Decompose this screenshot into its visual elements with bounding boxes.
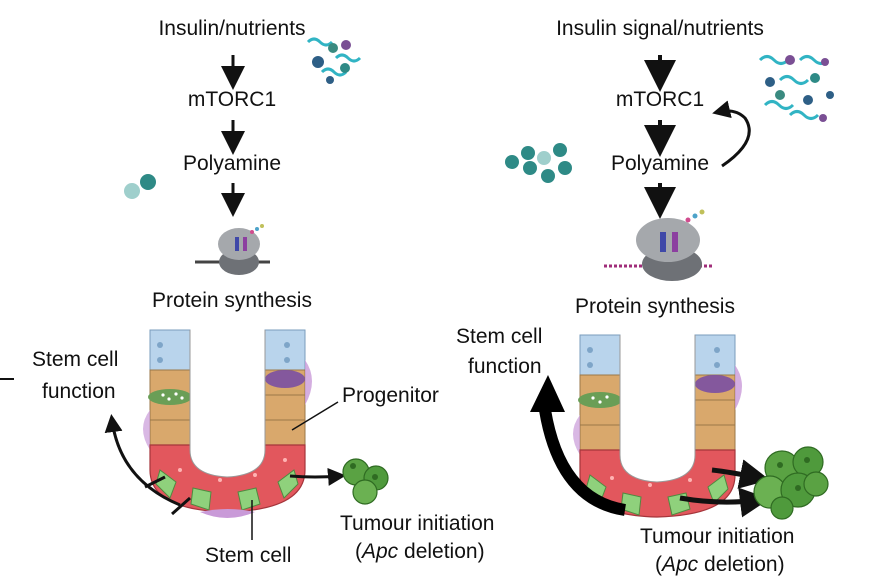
left-signal-label: Insulin/nutrients: [158, 17, 306, 40]
right-ribosome-icon: [604, 209, 712, 281]
right-polyamine-icon: [505, 143, 572, 183]
left-protein-synthesis-label: Protein synthesis: [152, 289, 312, 312]
left-tumour-icon: [342, 458, 389, 505]
left-stem-function-label-2: function: [42, 380, 116, 403]
left-ribosome-icon: [195, 224, 270, 275]
right-tumour-arrows: [679, 459, 770, 518]
right-stem-function-arrow: [530, 375, 627, 516]
right-mtorc1-label: mTORC1: [615, 88, 705, 111]
right-tumour-icon: [753, 446, 829, 520]
left-tumour-gene-label: (Apc deletion): [355, 540, 485, 563]
right-pathway: [644, 55, 751, 219]
right-polyamine-label: Polyamine: [610, 152, 710, 175]
right-tumour-gene-label: (Apc deletion): [655, 553, 785, 576]
left-progenitor-pointer: [291, 401, 339, 431]
left-progenitor-label: Progenitor: [342, 384, 439, 407]
left-polyamine-icon: [124, 174, 156, 199]
right-signal-label: Insulin signal/nutrients: [556, 17, 764, 40]
right-apc-gene: Apc: [662, 553, 699, 576]
left-stem-function-label-1: Stem cell: [32, 348, 119, 371]
right-crypt: [573, 334, 742, 518]
left-tumour-arrow: [289, 467, 346, 486]
right-feedback-arrow: [712, 100, 751, 168]
right-deletion-text: deletion): [698, 553, 785, 576]
left-stem-function-arrow: [104, 414, 191, 516]
left-mtorc1-label: mTORC1: [187, 88, 277, 111]
left-nutrients-icon: [306, 37, 362, 84]
right-stem-function-label-2: function: [468, 355, 542, 378]
left-deletion-text: deletion): [398, 540, 485, 563]
right-nutrients-icon: [758, 55, 834, 122]
left-polyamine-label: Polyamine: [182, 152, 282, 175]
right-tumour-label: Tumour initiation: [640, 525, 795, 548]
right-stem-function-label-1: Stem cell: [456, 325, 543, 348]
left-apc-gene: Apc: [362, 540, 399, 563]
right-protein-synthesis-label: Protein synthesis: [575, 295, 735, 318]
left-crypt: [143, 329, 312, 518]
left-tumour-label: Tumour initiation: [340, 512, 495, 535]
left-stem-cell-label: Stem cell: [205, 544, 292, 567]
